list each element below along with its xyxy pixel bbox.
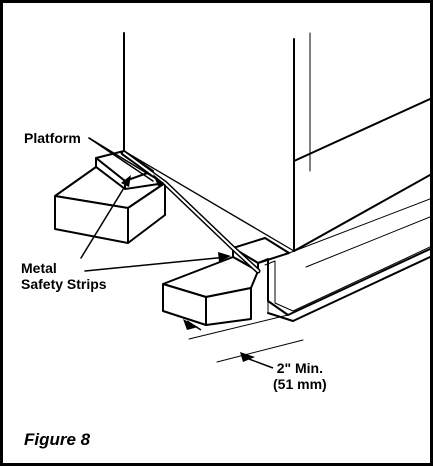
- metal-safety-strips-label-line2: Safety Strips: [21, 276, 107, 292]
- metal-safety-strips: [120, 150, 261, 274]
- back-platform: [54, 150, 166, 244]
- figure-caption: Figure 8: [24, 430, 91, 449]
- minimum-clearance-mm: (51 mm): [273, 376, 327, 392]
- metal-safety-strips-label: Metal Safety Strips: [21, 260, 107, 292]
- platform-label: Platform: [24, 130, 81, 146]
- dimension-lines: [188, 314, 304, 363]
- arrowheads: [121, 174, 255, 362]
- front-platform: [162, 237, 290, 326]
- leader-lines: [80, 137, 228, 272]
- installation-drawing: [54, 32, 430, 369]
- minimum-clearance-inches: 2" Min.: [276, 360, 323, 376]
- minimum-clearance-label: 2" Min. (51 mm): [273, 360, 327, 392]
- appliance-cabinet: [123, 32, 430, 252]
- metal-safety-strips-label-line1: Metal: [21, 260, 57, 276]
- floor-trim: [257, 198, 430, 322]
